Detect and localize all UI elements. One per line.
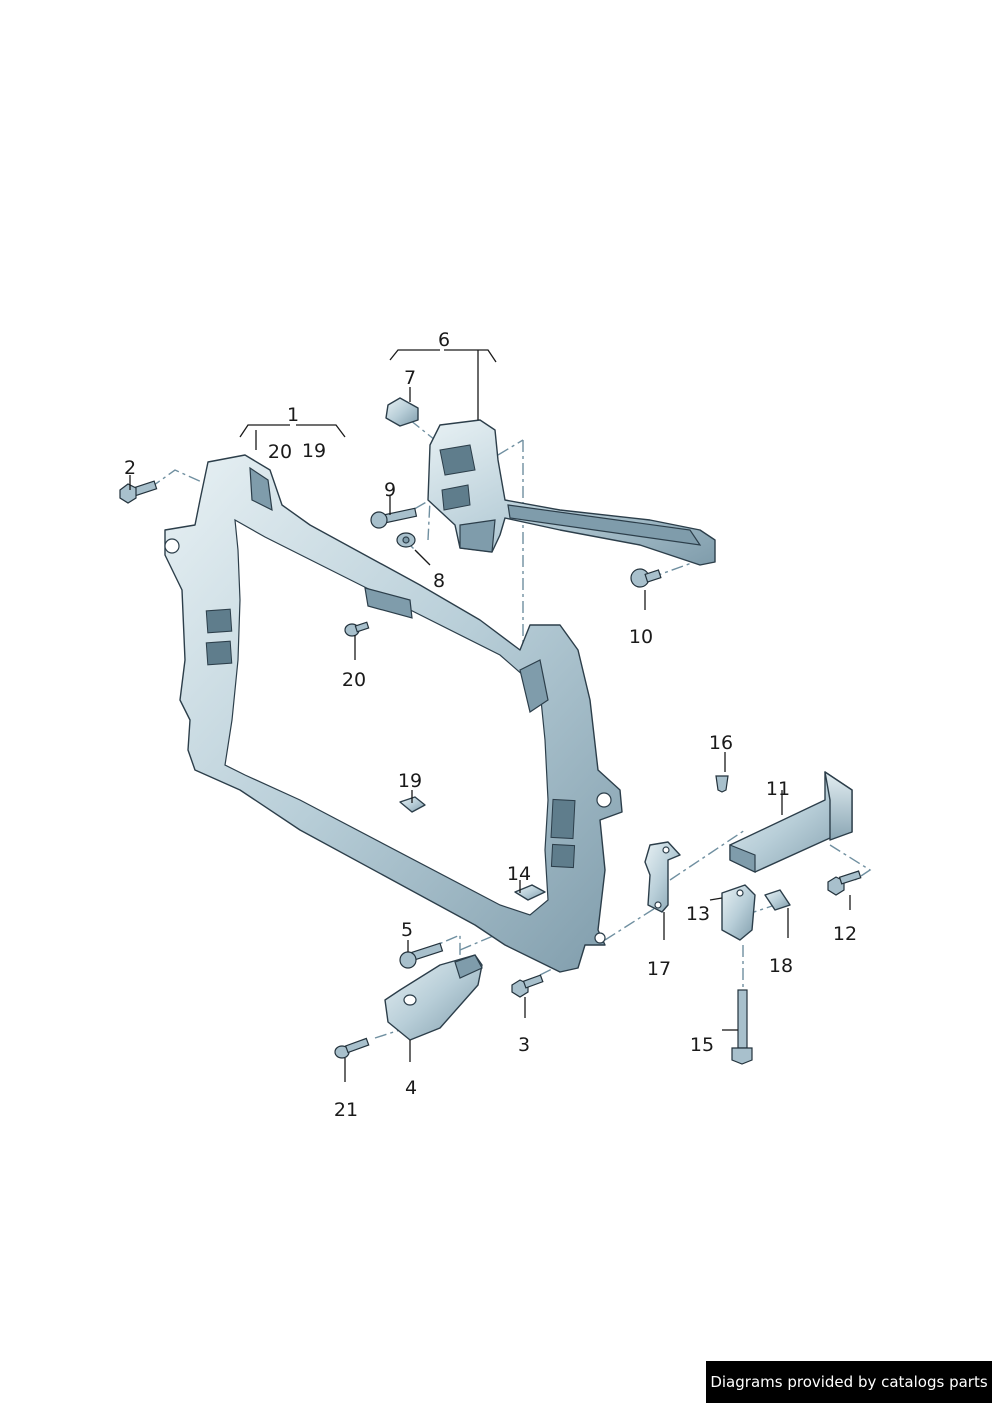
- bolt-2: [119, 480, 158, 504]
- callout-5: 5: [401, 919, 413, 941]
- callout-8: 8: [433, 570, 445, 592]
- bolt-12: [827, 870, 862, 896]
- lower-bracket-4: [384, 954, 483, 1041]
- callout-7: 7: [404, 367, 416, 389]
- callout-16: 16: [709, 732, 733, 754]
- nut-plate-14: [514, 884, 546, 901]
- bolt-9: [370, 507, 418, 529]
- crash-box-11: [729, 771, 853, 873]
- upper-bracket: [427, 419, 716, 566]
- leader-lines: [129, 349, 851, 1082]
- callout-2: 2: [124, 457, 136, 479]
- bracket-13: [721, 884, 756, 941]
- callout-4: 4: [405, 1077, 417, 1099]
- lock-carrier-frame: [164, 454, 623, 973]
- footer-banner: Diagrams provided by catalogs parts: [706, 1361, 992, 1403]
- bolt-3: [511, 974, 544, 998]
- callout-11: 11: [766, 778, 790, 800]
- callout-20: 20: [342, 669, 366, 691]
- callout-13: 13: [686, 903, 710, 925]
- callout-9: 9: [384, 479, 396, 501]
- callout-14: 14: [507, 863, 531, 885]
- callout-17: 17: [647, 958, 671, 980]
- callout-19-top: 19: [302, 440, 326, 462]
- clip-nut-19: [399, 796, 426, 813]
- screw-21: [334, 1037, 370, 1059]
- callout-10: 10: [629, 626, 653, 648]
- rivet-10: [630, 568, 662, 588]
- footer-text: Diagrams provided by catalogs parts: [710, 1373, 988, 1391]
- push-clip-16: [715, 775, 729, 793]
- nut-8: [396, 532, 416, 548]
- clip-18: [764, 889, 791, 911]
- bracket-17: [644, 841, 681, 913]
- bolt-15: [731, 989, 753, 1065]
- callout-20-top: 20: [268, 441, 292, 463]
- callout-18: 18: [769, 955, 793, 977]
- callout-3: 3: [518, 1034, 530, 1056]
- callout-12: 12: [833, 923, 857, 945]
- callout-15: 15: [690, 1034, 714, 1056]
- bolt-5: [399, 942, 444, 969]
- callout-numbers: 6 7 1 20 19 2 9 8 10 20 16 19 11 14 13 5…: [124, 329, 857, 1121]
- callout-6: 6: [438, 329, 450, 351]
- callout-1: 1: [287, 404, 299, 426]
- screw-20: [344, 621, 370, 637]
- callout-21: 21: [334, 1099, 358, 1121]
- callout-19: 19: [398, 770, 422, 792]
- clip-7: [385, 397, 419, 427]
